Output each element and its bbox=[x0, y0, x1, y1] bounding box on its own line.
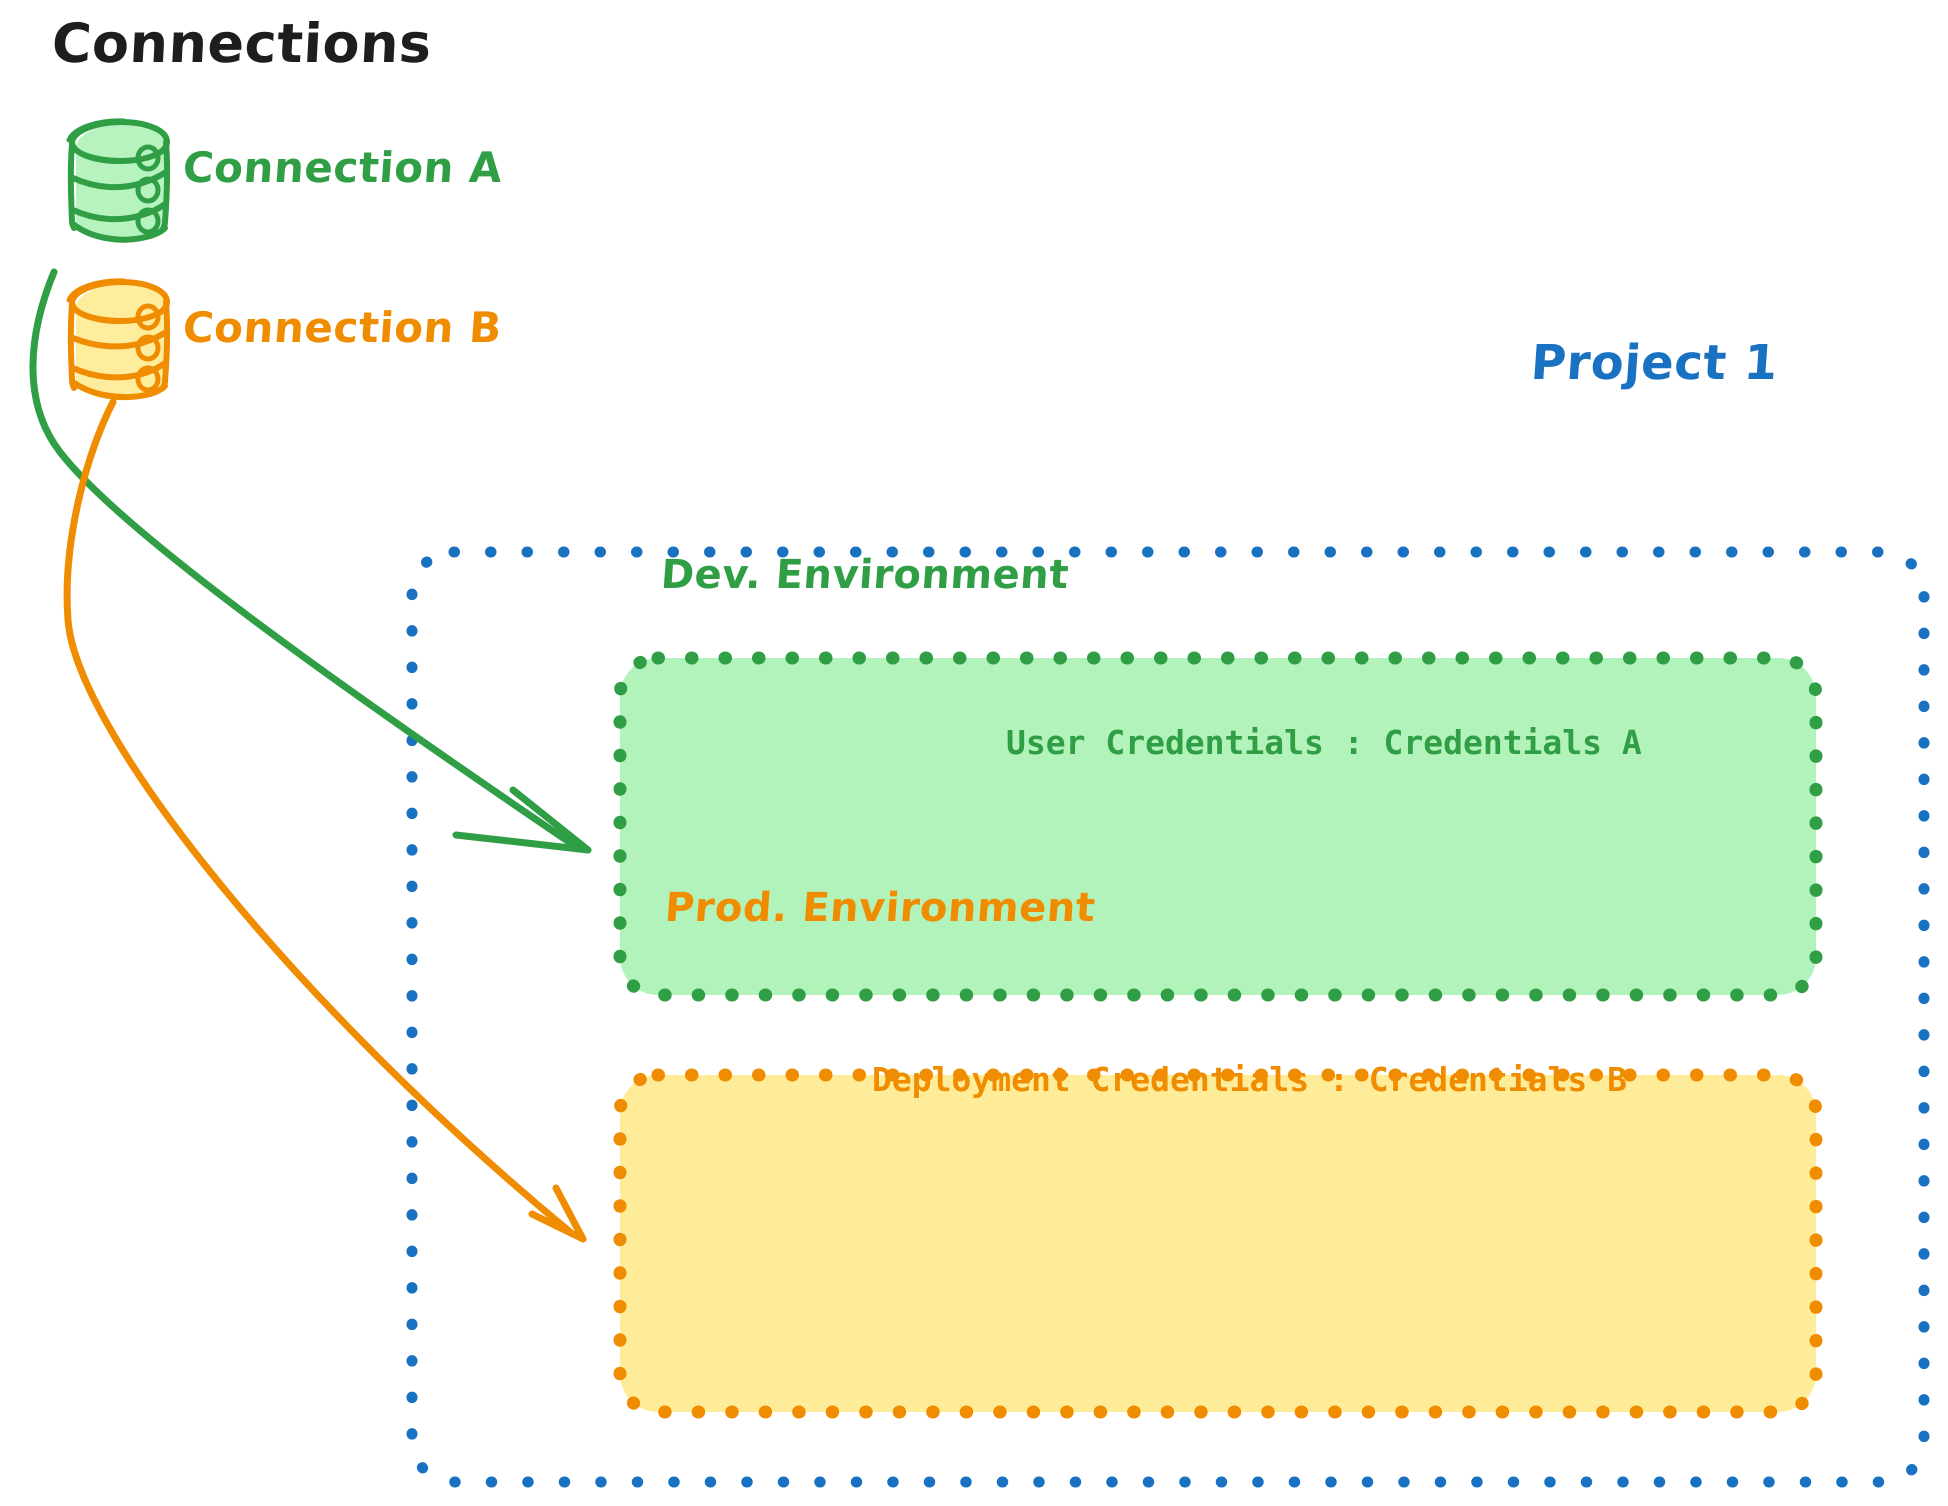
arrow-connection-b-head-upper bbox=[552, 1184, 587, 1243]
connection-b-divider-1 bbox=[70, 329, 169, 350]
prod-environment-credentials: Deployment Credentials : Credentials B bbox=[872, 1060, 1627, 1099]
dev-environment-credentials: User Credentials : Credentials A bbox=[1006, 723, 1642, 762]
arrow-connection-b-to-prod bbox=[63, 398, 587, 1243]
connection-b-bottom bbox=[70, 379, 168, 400]
connection-a-bottom bbox=[70, 221, 168, 243]
connection-b-led-1 bbox=[135, 303, 161, 331]
connection-b-label[interactable]: Connection B bbox=[181, 303, 504, 352]
dev-environment-border bbox=[613, 651, 1823, 1002]
connection-b-top-ellipse-overdraw bbox=[66, 278, 127, 303]
prod-environment-box[interactable] bbox=[613, 1068, 1823, 1419]
connection-a-database-icon[interactable] bbox=[66, 118, 171, 243]
connection-b-divider-2 bbox=[70, 360, 168, 381]
page-title: Connections bbox=[50, 12, 434, 75]
connection-a-led-2 bbox=[135, 176, 161, 204]
connection-a-led-1 bbox=[135, 144, 161, 172]
arrow-connection-a-head-lower bbox=[452, 831, 592, 854]
connection-a-label[interactable]: Connection A bbox=[181, 143, 504, 192]
prod-environment-title: Prod. Environment bbox=[663, 885, 1098, 931]
prod-environment-fill bbox=[620, 1075, 1816, 1412]
prod-environment-border bbox=[613, 1068, 1823, 1419]
connection-a-led-3 bbox=[135, 207, 161, 235]
arrow-connection-a-head-upper bbox=[509, 786, 592, 854]
arrow-connection-a-path bbox=[29, 268, 582, 852]
project-1-title: Project 1 bbox=[1529, 335, 1780, 391]
connection-b-led-2 bbox=[135, 334, 161, 362]
connection-b-led-3 bbox=[135, 365, 161, 393]
arrow-connection-a-to-dev bbox=[29, 268, 592, 854]
connection-b-database-icon[interactable] bbox=[66, 278, 171, 400]
dev-environment-fill bbox=[620, 658, 1816, 995]
dev-environment-box[interactable] bbox=[613, 651, 1823, 1002]
arrow-connection-b-head-lower bbox=[528, 1210, 587, 1243]
dev-environment-title: Dev. Environment bbox=[659, 552, 1071, 598]
connection-b-left-wall bbox=[67, 301, 77, 391]
connection-a-top-ellipse-overdraw bbox=[66, 118, 127, 143]
connection-a-left-wall bbox=[67, 141, 77, 231]
arrow-connection-b-path bbox=[63, 398, 574, 1236]
